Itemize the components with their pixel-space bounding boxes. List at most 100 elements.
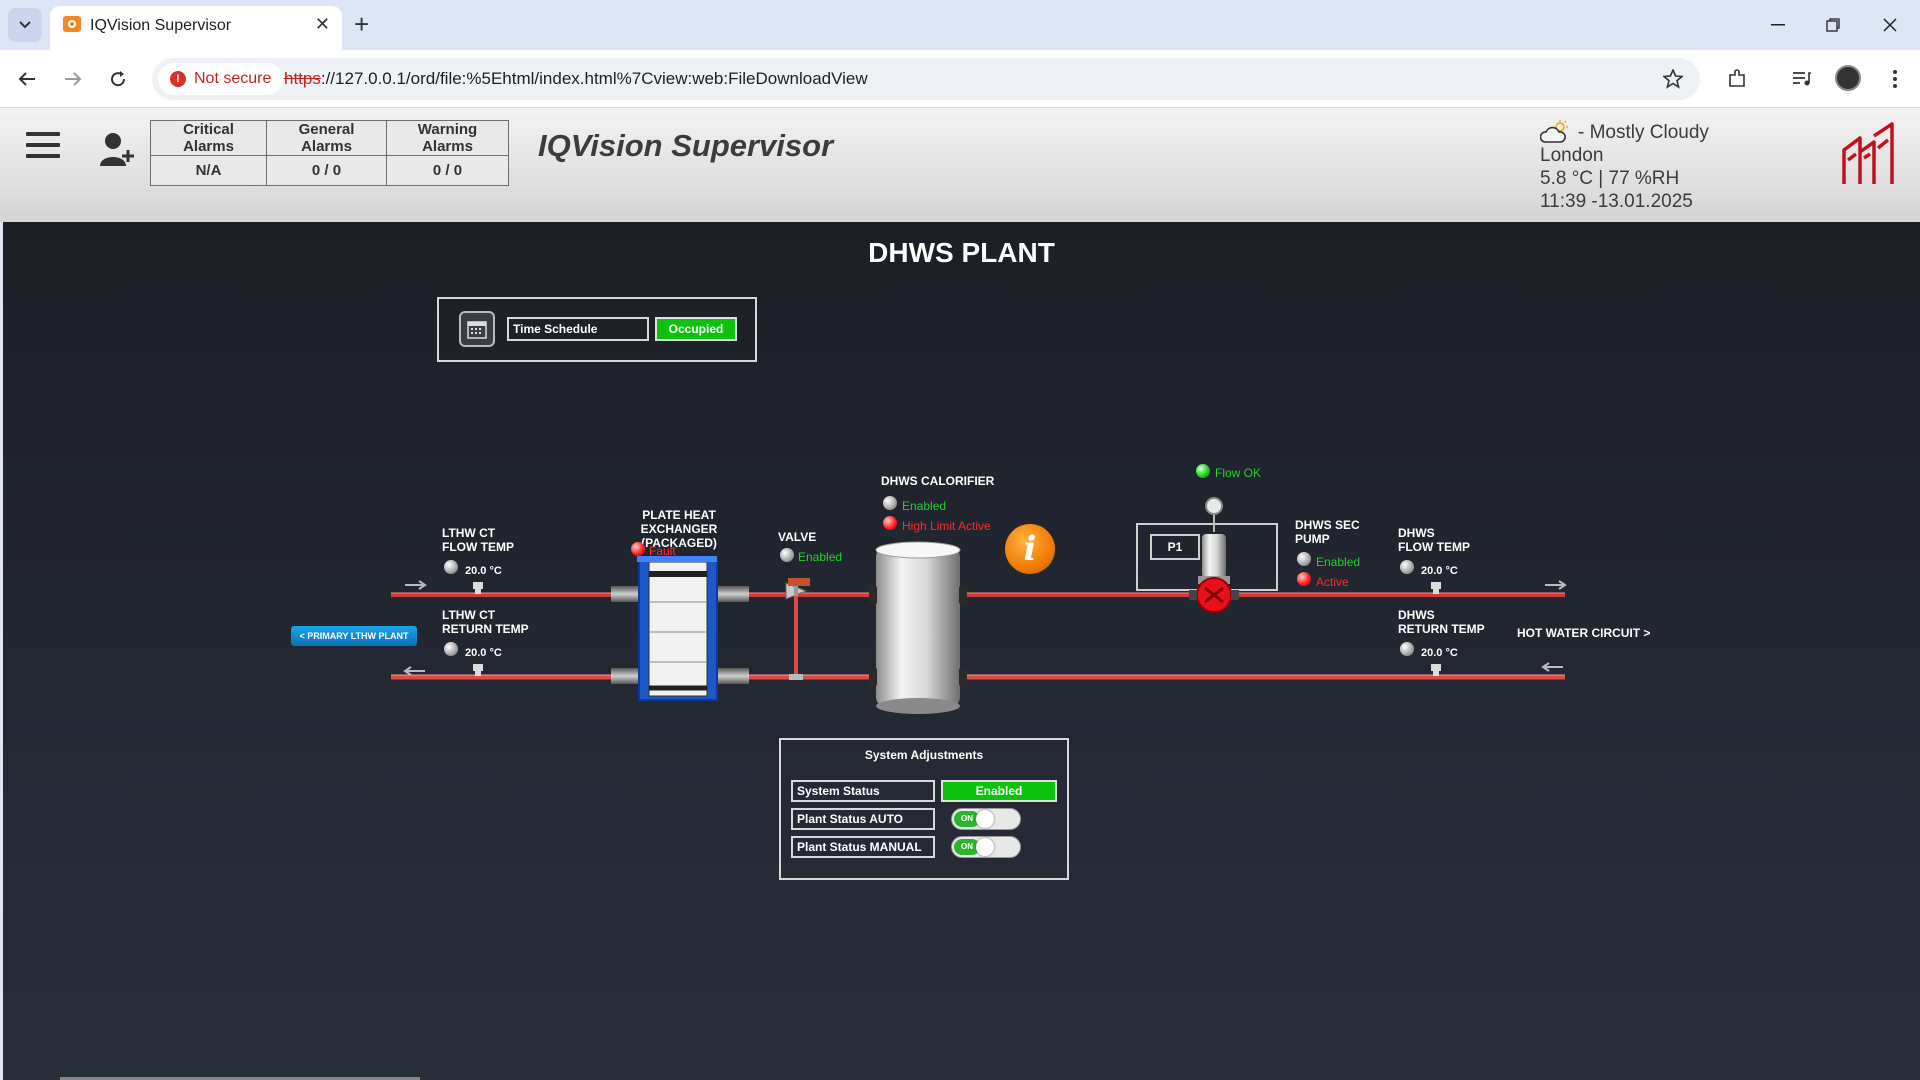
occupancy-status: Occupied [655,317,737,341]
lthw-return-sensor-led [444,642,458,656]
reload-button[interactable] [103,64,133,94]
weather-readings: 5.8 °C | 77 %RH [1540,168,1680,189]
url-text[interactable]: https://127.0.0.1/ord/file:%5Ehtml/index… [284,69,868,89]
calendar-button[interactable] [459,311,495,347]
general-alarms-header[interactable]: General Alarms [266,120,387,156]
new-tab-button[interactable]: + [354,9,370,39]
toggle-knob [976,838,994,856]
flow-arrow-left [405,580,427,590]
primary-lthw-plant-button[interactable]: < PRIMARY LTHW PLANT [291,626,417,646]
browser-tab-strip: IQVision Supervisor ✕ + [0,0,1920,50]
warning-alarms-value: 0 / 0 [386,155,509,186]
return-arrow-left [403,666,425,676]
lthw-return-value[interactable]: 20.0 °C [465,647,502,659]
flow-ok-status: Flow OK [1215,466,1262,480]
lthw-return-label-line1: LTHW CT [442,608,496,622]
lthw-flow-label-line2: FLOW TEMP [442,540,514,554]
plate-heat-exchanger [611,556,749,701]
sensor-pockets [473,582,1441,676]
security-chip[interactable]: ! Not secure [158,63,284,95]
weather-condition: - Mostly Cloudy [1578,121,1709,143]
phe-label-line2: EXCHANGER (PACKAGED) [640,522,718,550]
media-controls-button[interactable] [1787,64,1817,94]
page-title: DHWS PLANT [868,237,1055,268]
security-label: Not secure [194,70,272,87]
dhws-flow-label: DHWS FLOW TEMP [1398,526,1470,554]
dhws-return-value[interactable]: 20.0 °C [1421,647,1458,659]
close-window-button[interactable] [1870,10,1910,40]
bookmark-star-button[interactable] [1658,64,1688,94]
calorifier-enabled-status: Enabled [902,499,947,513]
hot-water-circuit-link[interactable]: HOT WATER CIRCUIT > [1517,626,1651,640]
minimize-icon [1771,24,1785,26]
arrow-left-icon [18,72,35,86]
lthw-return-label: LTHW CT RETURN TEMP [442,608,529,636]
site-favicon-icon [63,16,81,32]
weather-cloud-icon [1540,120,1568,143]
pump-p1 [1189,534,1239,613]
valve-label: VALVE [778,530,817,544]
system-status-label: System Status [791,780,935,802]
arrow-right-icon [65,72,82,86]
profile-avatar[interactable] [1835,65,1861,91]
building-logo-icon [1842,122,1894,184]
minimize-button[interactable] [1758,10,1798,40]
dhws-flow-label-line1: DHWS [1398,526,1435,540]
reload-icon [111,71,126,87]
plant-status-manual-toggle[interactable]: ON [951,836,1021,858]
pump-label-line1: DHWS SEC [1295,518,1360,532]
user-login-icon[interactable] [98,130,136,170]
tab-search-button[interactable] [8,8,42,42]
system-status-value[interactable]: Enabled [941,780,1057,802]
lthw-flow-value[interactable]: 20.0 °C [465,565,502,577]
restore-button[interactable] [1813,10,1853,40]
star-icon [1663,69,1683,89]
close-tab-icon[interactable]: ✕ [314,14,330,34]
pump-active-led [1297,572,1311,586]
flow-switch [1205,497,1223,532]
dhws-flow-value[interactable]: 20.0 °C [1421,565,1458,577]
weather-widget: - Mostly Cloudy London 5.8 °C | 77 %RH 1… [1540,120,1709,213]
info-icon[interactable]: i [1005,524,1055,574]
pump-enabled-status: Enabled [1316,555,1361,569]
url-omnibox[interactable]: ! Not secure https://127.0.0.1/ord/file:… [152,58,1700,100]
weather-datetime: 11:39 -13.01.2025 [1540,191,1693,212]
dhws-flow-label-line2: FLOW TEMP [1398,540,1470,554]
dhws-return-label-line2: RETURN TEMP [1398,622,1485,636]
back-button[interactable] [12,64,42,94]
valve-status-led [780,548,794,562]
dhws-flow-sensor-led [1400,560,1414,574]
critical-alarms-header[interactable]: Critical Alarms [150,120,267,156]
phe-fault-led [631,542,645,556]
lthw-flow-sensor-led [444,560,458,574]
extensions-button[interactable] [1722,64,1752,94]
horizontal-scrollbar[interactable] [60,1077,420,1080]
plant-status-manual-label: Plant Status MANUAL [791,836,935,858]
plant-status-auto-toggle[interactable]: ON [951,808,1021,830]
forward-button[interactable] [58,64,88,94]
lthw-flow-label: LTHW CT FLOW TEMP [442,526,514,554]
phe-label: PLATE HEAT EXCHANGER (PACKAGED) [609,508,749,550]
alarm-summary-table: Critical Alarms General Alarms Warning A… [150,120,509,186]
pump-name-label[interactable]: P1 [1150,534,1200,560]
calorifier-vessel [869,541,967,714]
plant-canvas: DHWS PLANT [3,222,1920,1080]
browser-tab[interactable]: IQVision Supervisor ✕ [50,6,342,50]
toggle-knob [976,810,994,828]
warning-icon: ! [170,71,186,87]
critical-alarms-value: N/A [150,155,267,186]
url-path: ://127.0.0.1/ord/file:%5Ehtml/index.html… [320,69,868,88]
calorifier-high-limit-status: High Limit Active [902,519,991,533]
menu-icon[interactable] [26,132,60,162]
warning-alarms-header[interactable]: Warning Alarms [386,120,509,156]
system-adjustments-panel: System Adjustments System Status Enabled… [779,738,1069,880]
calorifier-label: DHWS CALORIFIER [881,474,995,488]
address-bar: ! Not secure https://127.0.0.1/ord/file:… [0,50,1920,108]
system-adjustments-title: System Adjustments [864,748,984,762]
time-schedule-label[interactable]: Time Schedule [507,317,649,341]
pump-enabled-led [1297,552,1311,566]
browser-menu-button[interactable] [1880,64,1910,94]
flow-arrow-right [1545,580,1567,590]
pump-label: DHWS SEC PUMP [1295,518,1360,546]
phe-label-line1: PLATE HEAT [642,508,716,522]
